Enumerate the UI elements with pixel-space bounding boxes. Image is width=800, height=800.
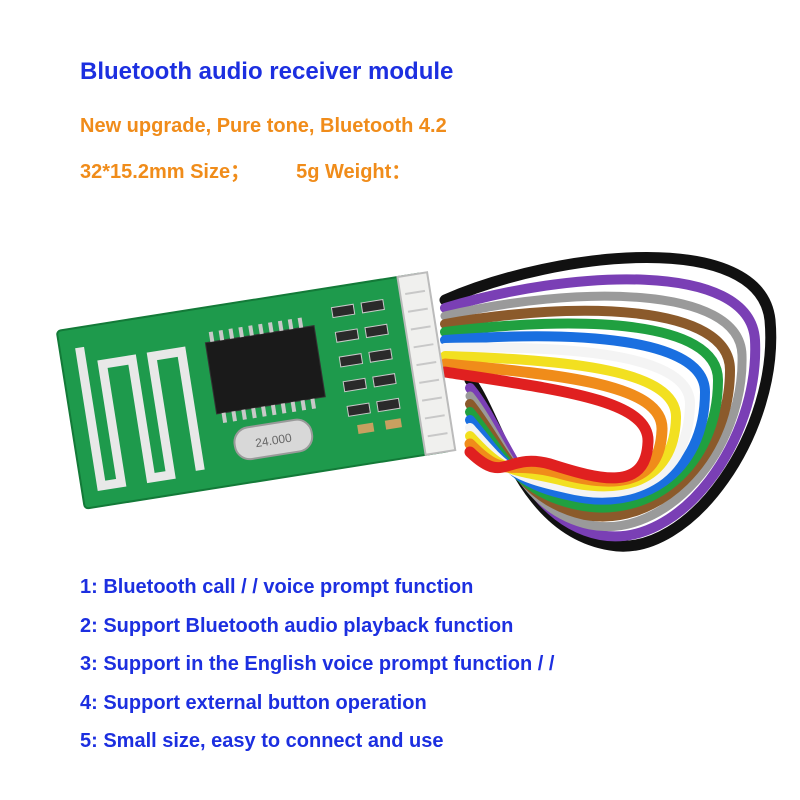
chip-pins [208, 317, 316, 424]
wire-bundle [439, 252, 777, 552]
connector-slots [405, 289, 448, 438]
crystal-oscillator [233, 418, 314, 461]
subtitle: New upgrade, Pure tone, Bluetooth 4.2 [80, 115, 447, 137]
wire-red [439, 366, 654, 484]
weight-spec: 5g Weight： [296, 161, 412, 183]
feature-item: 1: Bluetooth call / / voice prompt funct… [80, 576, 474, 598]
feature-item: 4: Support external button operation [80, 691, 427, 714]
feature-item: 5: Small size, easy to connect and use [80, 730, 444, 752]
feature-item: 2: Support Bluetooth audio playback func… [80, 614, 514, 637]
passive-components [330, 298, 401, 417]
feature-item: 3: Support in the English voice prompt f… [80, 653, 555, 675]
size-spec: 32*15.2mm Size； [80, 161, 251, 183]
crystal-label: 24.000 [254, 431, 293, 451]
spec-line: 32*15.2mm Size； 5g Weight： [80, 155, 411, 184]
page-title: Bluetooth audio receiver module [80, 58, 454, 85]
capacitors [357, 418, 402, 435]
feature-list: 1: Bluetooth call / / voice prompt funct… [80, 572, 554, 765]
antenna-trace [75, 346, 205, 492]
pcb-board: 24.000 [56, 271, 457, 510]
product-photo: 24.000 [56, 252, 777, 552]
